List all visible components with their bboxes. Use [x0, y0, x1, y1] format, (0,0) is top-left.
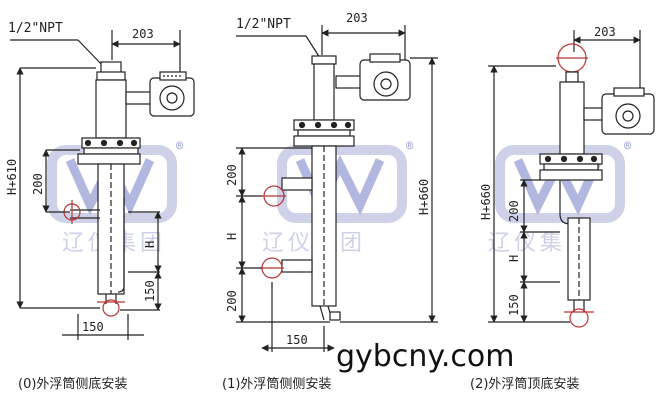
dim-lower-0: 150 — [143, 280, 157, 302]
pipe-label-0: 1/2"NPT — [8, 21, 63, 36]
dim-overall-1: H+660 — [417, 179, 431, 215]
dim-lower-2: 150 — [507, 294, 521, 316]
dim-middle-0: H — [143, 241, 157, 248]
dim-overall-2: H+660 — [479, 184, 493, 220]
dim-upper-1: 200 — [225, 164, 239, 186]
caption-1: (1)外浮筒侧侧安装 — [222, 376, 331, 392]
caption-0: (0)外浮筒侧底安装 — [18, 376, 127, 392]
watermark-registered: ® — [176, 139, 184, 153]
watermark-registered: ® — [624, 139, 632, 153]
dim-top-2: 203 — [594, 25, 616, 39]
caption-2: (2)外浮筒顶底安装 — [470, 376, 579, 392]
dim-middle-2: H — [507, 255, 521, 262]
dim-middle-1: H — [225, 233, 239, 240]
dim-top-0: 203 — [132, 27, 154, 41]
drawing-side-side — [236, 25, 438, 352]
drawing-side-bottom — [10, 30, 195, 340]
dim-upper-0: 200 — [31, 173, 45, 195]
dim-overall-0: H+610 — [5, 159, 19, 195]
site-url: gybcny.com — [336, 339, 514, 374]
pipe-label-1: 1/2"NPT — [236, 17, 291, 32]
watermark-logo-2: ® 辽仪集团 — [262, 139, 414, 256]
drawing-top-bottom — [488, 30, 655, 328]
watermark-registered: ® — [406, 139, 414, 153]
dim-bottom-0: 150 — [82, 320, 104, 334]
dim-upper-2: 200 — [507, 200, 521, 222]
dim-top-1: 203 — [346, 11, 368, 25]
dim-lower-1: 200 — [225, 290, 239, 312]
dim-bottom-1: 150 — [286, 333, 308, 347]
